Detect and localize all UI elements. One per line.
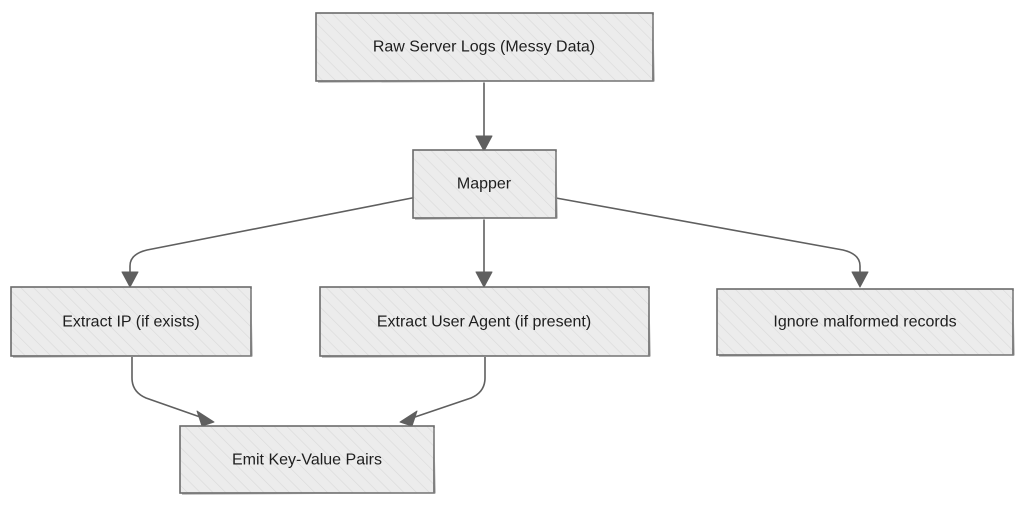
edge-extract-user-agent-to-emit — [399, 356, 486, 427]
node-label: Raw Server Logs (Messy Data) — [373, 39, 595, 56]
node-label: Ignore malformed records — [773, 314, 956, 331]
node-raw-server-logs: Raw Server Logs (Messy Data) — [315, 12, 655, 83]
arrowhead — [475, 135, 493, 152]
node-label: Mapper — [457, 176, 512, 193]
edge-extract-ip-to-emit — [131, 356, 215, 427]
edge-mapper-to-ignore-malformed — [555, 197, 869, 288]
arrowhead — [399, 410, 418, 427]
node-mapper: Mapper — [412, 149, 558, 220]
node-label: Extract User Agent (if present) — [377, 314, 591, 331]
arrowhead — [475, 271, 493, 288]
node-extract-user-agent: Extract User Agent (if present) — [319, 286, 651, 358]
edge-mapper-to-extract-ip — [121, 197, 413, 288]
edge-mapper-to-extract-user-agent — [475, 219, 493, 288]
node-label: Extract IP (if exists) — [62, 314, 200, 331]
node-ignore-malformed: Ignore malformed records — [716, 288, 1015, 357]
edge-raw-logs-to-mapper — [475, 82, 493, 152]
arrowhead — [121, 271, 139, 288]
node-emit-key-value-pairs: Emit Key-Value Pairs — [179, 425, 436, 495]
arrowhead — [851, 271, 869, 288]
node-label: Emit Key-Value Pairs — [232, 452, 382, 469]
node-extract-ip: Extract IP (if exists) — [10, 286, 253, 358]
edges — [121, 82, 869, 427]
arrowhead — [196, 410, 215, 427]
